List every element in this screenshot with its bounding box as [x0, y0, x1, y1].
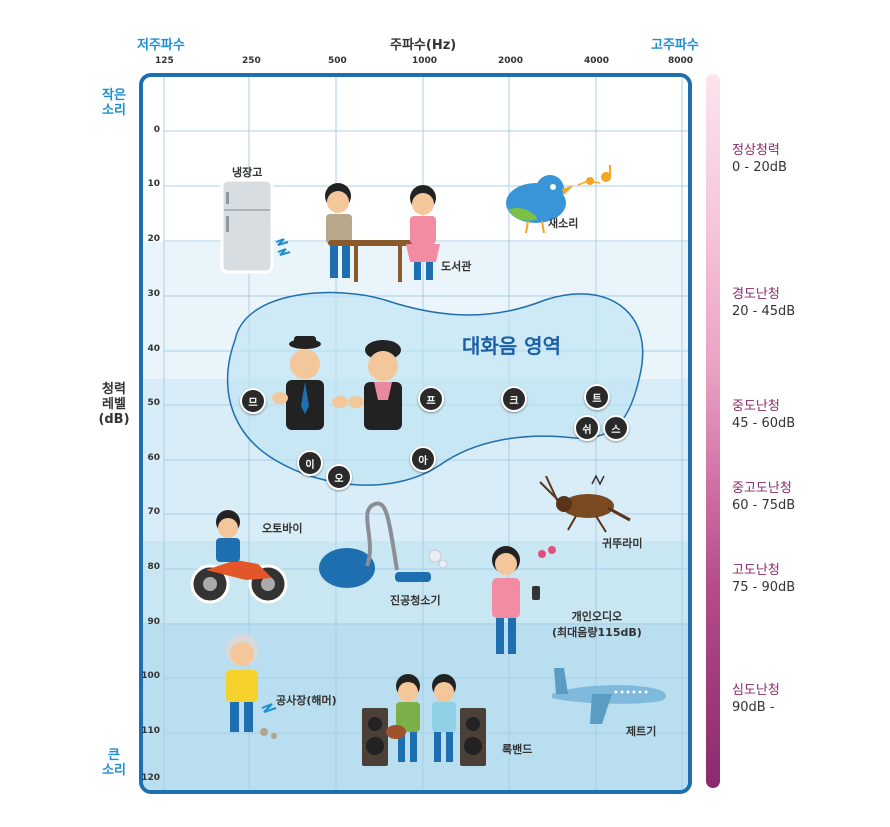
library-kids-illustration — [325, 183, 440, 282]
hearing-level-moderately-severe: 중고도난청 60 - 75dB — [732, 481, 796, 513]
phoneme-badge: 이 — [297, 450, 323, 476]
freq-tick: 250 — [242, 56, 261, 66]
jet-label: 제트기 — [626, 725, 657, 738]
speech-zone-title: 대화음 영역 — [462, 334, 561, 358]
library-label: 도서관 — [441, 260, 472, 273]
freq-tick: 2000 — [498, 56, 524, 66]
db-tick: 40 — [147, 344, 160, 354]
motorcycle-illustration — [190, 510, 288, 604]
phoneme-badge: 트 — [584, 384, 610, 410]
hearing-level-normal: 정상청력 0 - 20dB — [732, 143, 787, 175]
db-tick: 50 — [147, 398, 160, 408]
personal-audio-illustration — [492, 546, 556, 654]
phoneme-badge: 쉬 — [574, 415, 600, 441]
db-tick: 0 — [153, 125, 160, 135]
phoneme-badge: 므 — [240, 388, 266, 414]
rock-band-illustration — [362, 674, 486, 766]
phoneme-badge: 스 — [603, 415, 629, 441]
hammer-worker-illustration — [226, 634, 277, 739]
phoneme-badge: 프 — [418, 386, 444, 412]
motorcycle-label: 오토바이 — [262, 522, 303, 535]
cricket-label: 귀뚜라미 — [602, 537, 643, 550]
db-tick: 80 — [147, 562, 160, 572]
hearing-level-moderate: 중도난청 45 - 60dB — [732, 399, 796, 431]
bird-label: 새소리 — [548, 217, 579, 230]
vacuum-label: 진공청소기 — [390, 594, 441, 607]
frequency-axis-title: 주파수(Hz) — [390, 38, 457, 53]
talking-men-illustration — [272, 336, 402, 430]
db-tick: 100 — [141, 671, 160, 681]
db-tick: 10 — [147, 179, 160, 189]
hearing-level-profound: 심도난청 90dB - — [732, 683, 780, 715]
hearing-level-mild: 경도난청 20 - 45dB — [732, 287, 796, 319]
hearing-level-severe: 고도난청 75 - 90dB — [732, 563, 796, 595]
freq-tick: 1000 — [412, 56, 438, 66]
freq-tick: 125 — [155, 56, 174, 66]
vacuum-cleaner-illustration — [319, 501, 448, 588]
jet-illustration — [552, 668, 666, 724]
db-tick: 60 — [147, 453, 160, 463]
db-tick: 110 — [141, 726, 160, 736]
cricket-illustration — [539, 474, 631, 533]
hammer-label: 공사장(해머) — [276, 694, 337, 707]
freq-tick: 4000 — [584, 56, 610, 66]
db-tick: 70 — [147, 507, 160, 517]
low-frequency-label: 저주파수 — [137, 38, 185, 53]
bird-illustration — [506, 165, 611, 234]
db-tick: 30 — [147, 289, 160, 299]
freq-tick: 8000 — [668, 56, 694, 66]
rock-band-label: 록밴드 — [502, 743, 533, 756]
db-tick: 120 — [141, 773, 160, 783]
personal-audio-label: 개인오디오 (최대음량115dB) — [552, 610, 642, 639]
fridge-label: 냉장고 — [232, 166, 263, 179]
phoneme-badge: 크 — [501, 386, 527, 412]
db-tick: 20 — [147, 234, 160, 244]
hearing-level-bar — [706, 74, 720, 788]
high-frequency-label: 고주파수 — [651, 38, 699, 53]
db-tick: 90 — [147, 617, 160, 627]
fridge-illustration — [220, 178, 291, 274]
freq-tick: 500 — [328, 56, 347, 66]
phoneme-badge: 오 — [326, 464, 352, 490]
phoneme-badge: 아 — [410, 446, 436, 472]
